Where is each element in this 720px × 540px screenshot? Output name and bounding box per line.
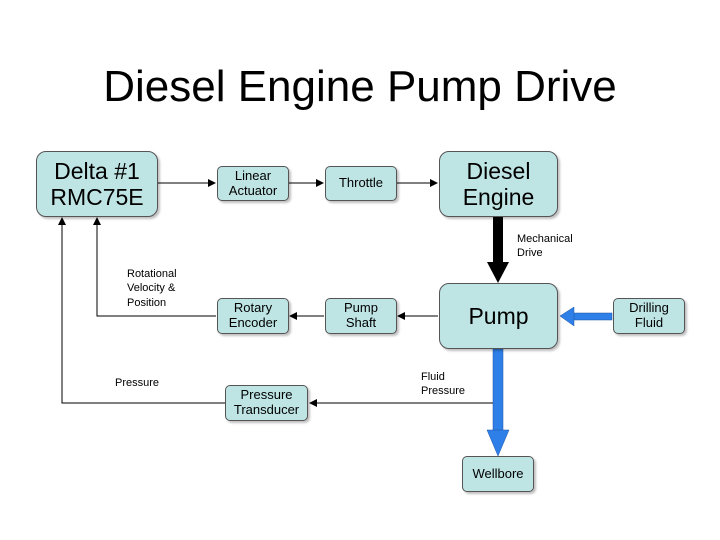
fluid-outlet-shaft	[492, 348, 504, 432]
mechanical-drive-arrowhead	[487, 262, 509, 283]
pump-label: Pump	[468, 302, 529, 329]
page-title: Diesel Engine Pump Drive	[103, 62, 617, 111]
controller-label: Delta #1 RMC75E	[50, 157, 144, 210]
pump-shaft-label: Pump Shaft	[344, 300, 378, 330]
drilling-fluid-label: Drilling Fluid	[629, 300, 669, 330]
arrow-encoder-to-controller	[93, 217, 216, 317]
rotary-encoder-block: Rotary Encoder	[217, 298, 289, 334]
pump-shaft-block: Pump Shaft	[325, 298, 397, 334]
arrow-transducer-to-controller	[58, 217, 225, 404]
fluid-inlet-shaft	[571, 312, 613, 321]
pressure-transducer-block: Pressure Transducer	[225, 385, 308, 421]
pressure-transducer-label: Pressure Transducer	[233, 387, 300, 417]
rotary-encoder-label: Rotary Encoder	[228, 300, 278, 330]
linear-actuator-block: Linear Actuator	[217, 166, 289, 201]
diesel-engine-label: Diesel Engine	[462, 157, 535, 210]
linear-actuator-label: Linear Actuator	[228, 167, 278, 198]
fluid-pressure-label: Fluid Pressure	[421, 371, 466, 398]
wellbore-block: Wellbore	[462, 456, 534, 492]
pump-block: Pump	[439, 283, 558, 349]
mechanical-drive-shaft	[493, 217, 503, 264]
fluid-inlet-arrowhead	[559, 306, 575, 327]
throttle-label: Throttle	[338, 175, 384, 191]
diesel-engine-block: Diesel Engine	[439, 151, 558, 217]
throttle-block: Throttle	[325, 166, 397, 201]
pressure-label: Pressure	[115, 377, 160, 389]
wellbore-label: Wellbore	[472, 465, 524, 481]
drilling-fluid-block: Drilling Fluid	[613, 298, 685, 334]
controller-block: Delta #1 RMC75E	[36, 151, 158, 217]
rotational-feedback-label: Rotational Velocity & Position	[127, 268, 177, 309]
fluid-outlet-arrowhead	[486, 429, 510, 457]
mechanical-drive-label: Mechanical Drive	[517, 233, 573, 260]
